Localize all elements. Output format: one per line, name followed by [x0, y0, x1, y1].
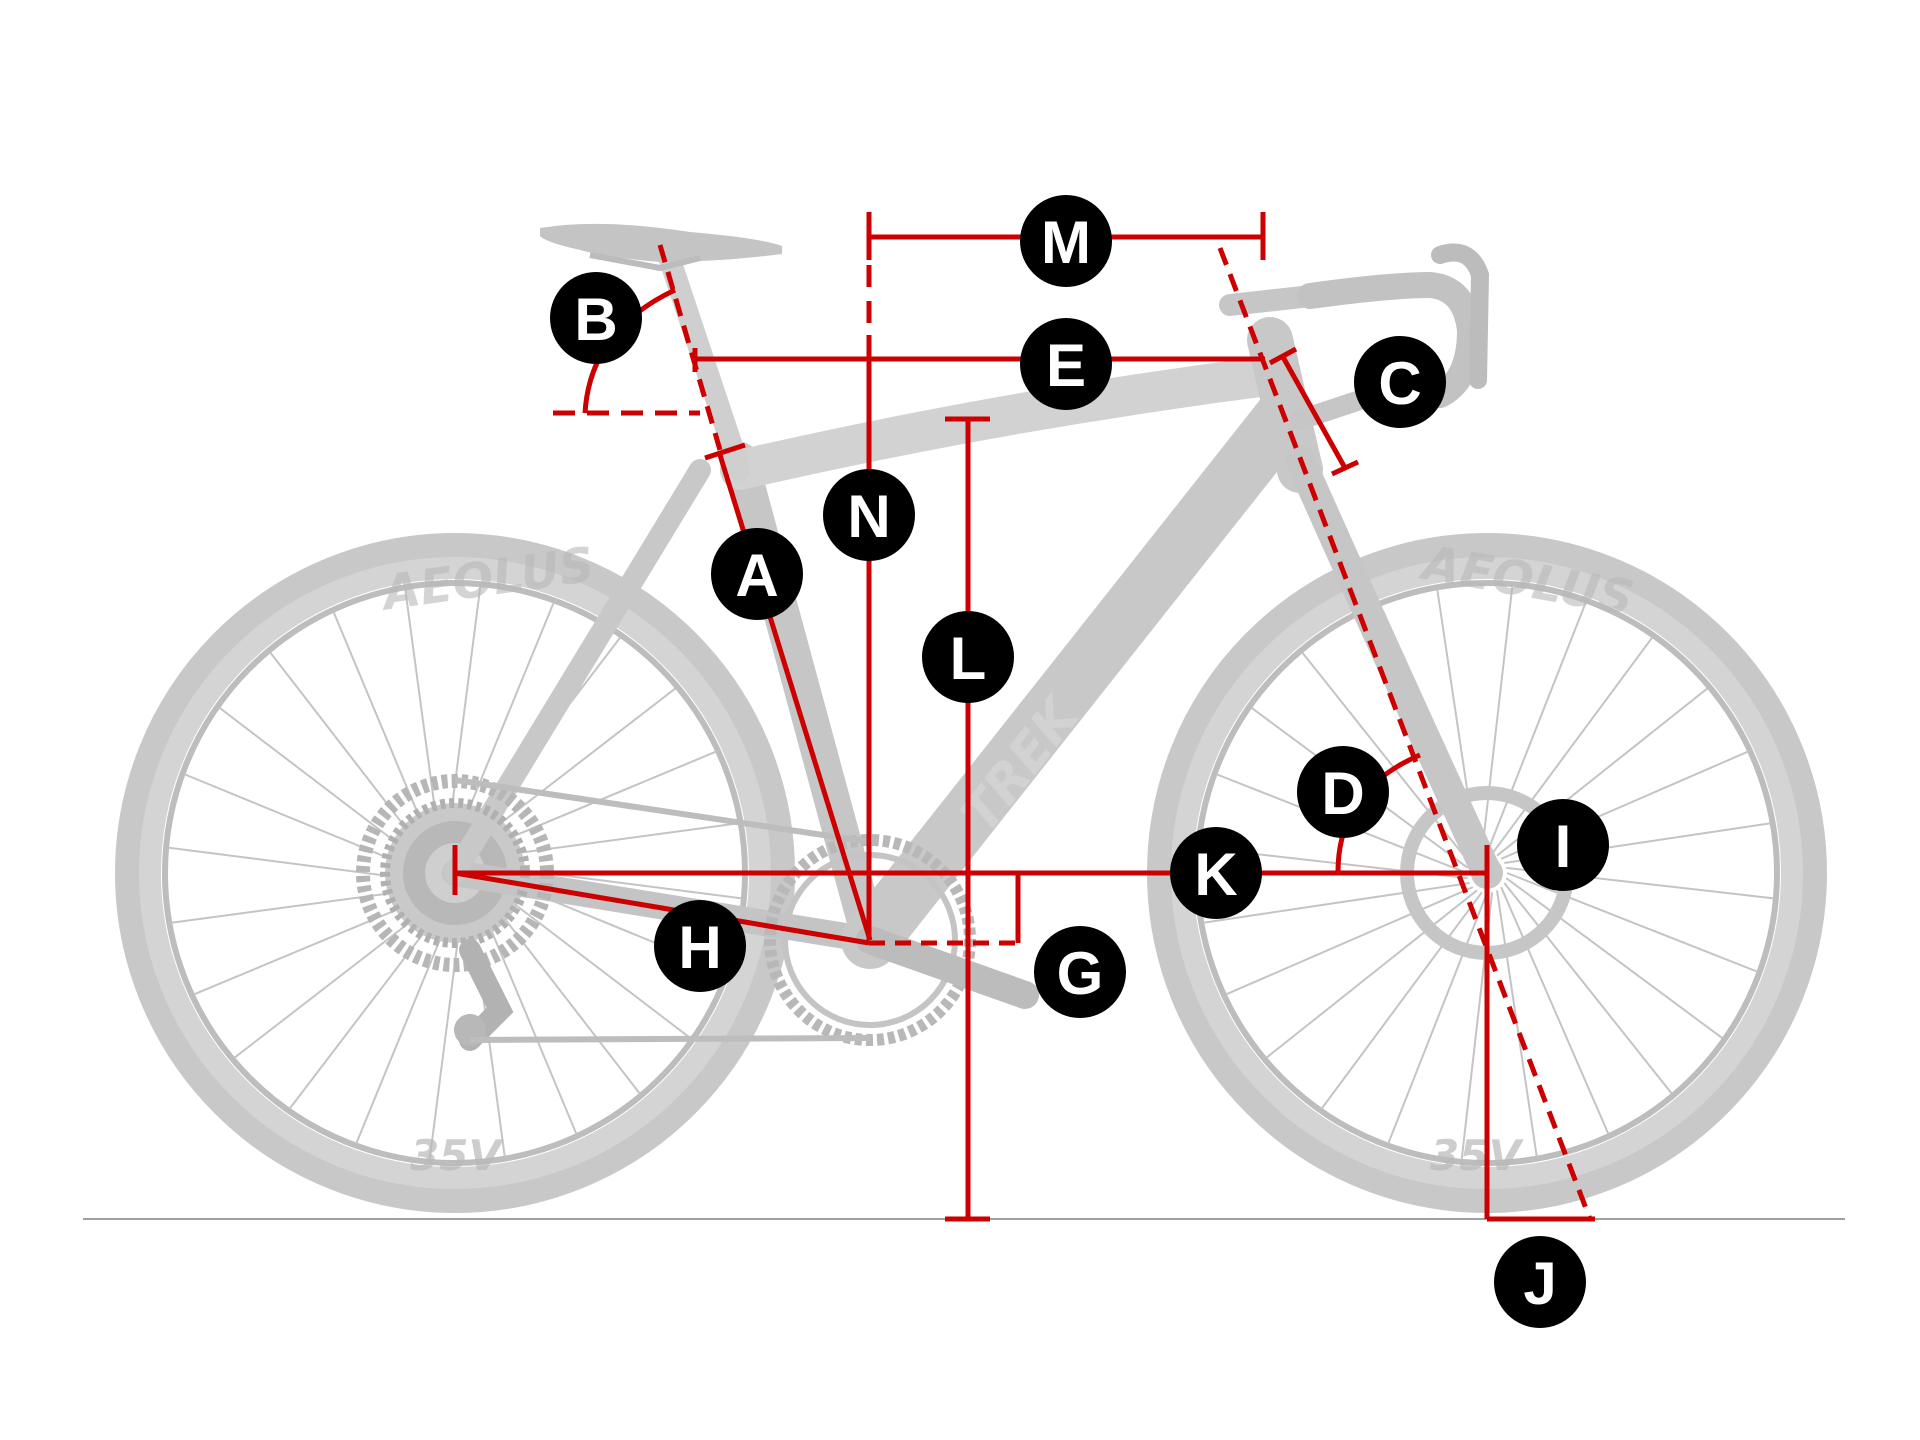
wheel-spoke [1480, 586, 1514, 854]
svg-text:L: L [950, 625, 987, 692]
label-badge-J: J [1494, 1236, 1586, 1328]
label-badge-N: N [823, 469, 915, 561]
seat-tube-axis [657, 244, 723, 451]
svg-text:I: I [1555, 813, 1572, 880]
wheel-spoke [1506, 872, 1758, 973]
wheel-spoke [1500, 886, 1610, 1135]
wheel-spoke [1387, 892, 1488, 1144]
svg-text:G: G [1057, 940, 1104, 1007]
bicycle-illustration: AEOLUS AEOLUS 35V 35V [115, 223, 1827, 1213]
label-badge-G: G [1034, 926, 1126, 1018]
label-badge-L: L [922, 611, 1014, 703]
wheel-spoke [1225, 886, 1474, 996]
wheel-spoke [1265, 889, 1478, 1059]
wheel-spoke [1496, 890, 1538, 1157]
wheel-spoke [1320, 891, 1483, 1110]
wheel-spoke [1486, 602, 1587, 854]
svg-text:B: B [574, 286, 617, 353]
drivetrain [356, 774, 1039, 1051]
svg-text:E: E [1046, 332, 1086, 399]
wheel-spoke [1203, 882, 1470, 924]
front-rim-text: 35V [1430, 1131, 1524, 1180]
wheel-spoke [1503, 882, 1673, 1095]
label-badge-A: A [711, 528, 803, 620]
label-badge-I: I [1517, 799, 1609, 891]
rear-wheel [115, 533, 795, 1213]
wheel-spoke [355, 902, 456, 1144]
label-badge-B: B [550, 272, 642, 364]
svg-text:K: K [1194, 841, 1237, 908]
measure-H [454, 870, 870, 946]
wheel-spoke [475, 893, 578, 1135]
svg-text:H: H [678, 914, 721, 981]
label-badge-C: C [1354, 336, 1446, 428]
label-badge-H: H [654, 900, 746, 992]
label-badge-K: K [1170, 827, 1262, 919]
wheel-spoke [1505, 877, 1724, 1040]
wheel-spoke [1491, 636, 1654, 855]
measure-C [1280, 355, 1348, 470]
wheel-spoke [483, 879, 692, 1040]
steering-axis [1217, 247, 1593, 1220]
saddle [540, 223, 782, 262]
svg-text:N: N [847, 483, 890, 550]
label-badge-D: D [1297, 746, 1389, 838]
label-badge-E: E [1020, 318, 1112, 410]
svg-text:J: J [1523, 1250, 1556, 1317]
svg-text:C: C [1378, 350, 1421, 417]
wheel-spoke [480, 887, 641, 1095]
svg-text:D: D [1321, 760, 1364, 827]
label-badge-M: M [1020, 195, 1112, 287]
svg-text:A: A [735, 542, 778, 609]
cockpit [1219, 243, 1490, 430]
rear-rim-text: 35V [410, 1131, 504, 1180]
svg-text:M: M [1041, 209, 1091, 276]
wheel-spoke [428, 901, 464, 1161]
